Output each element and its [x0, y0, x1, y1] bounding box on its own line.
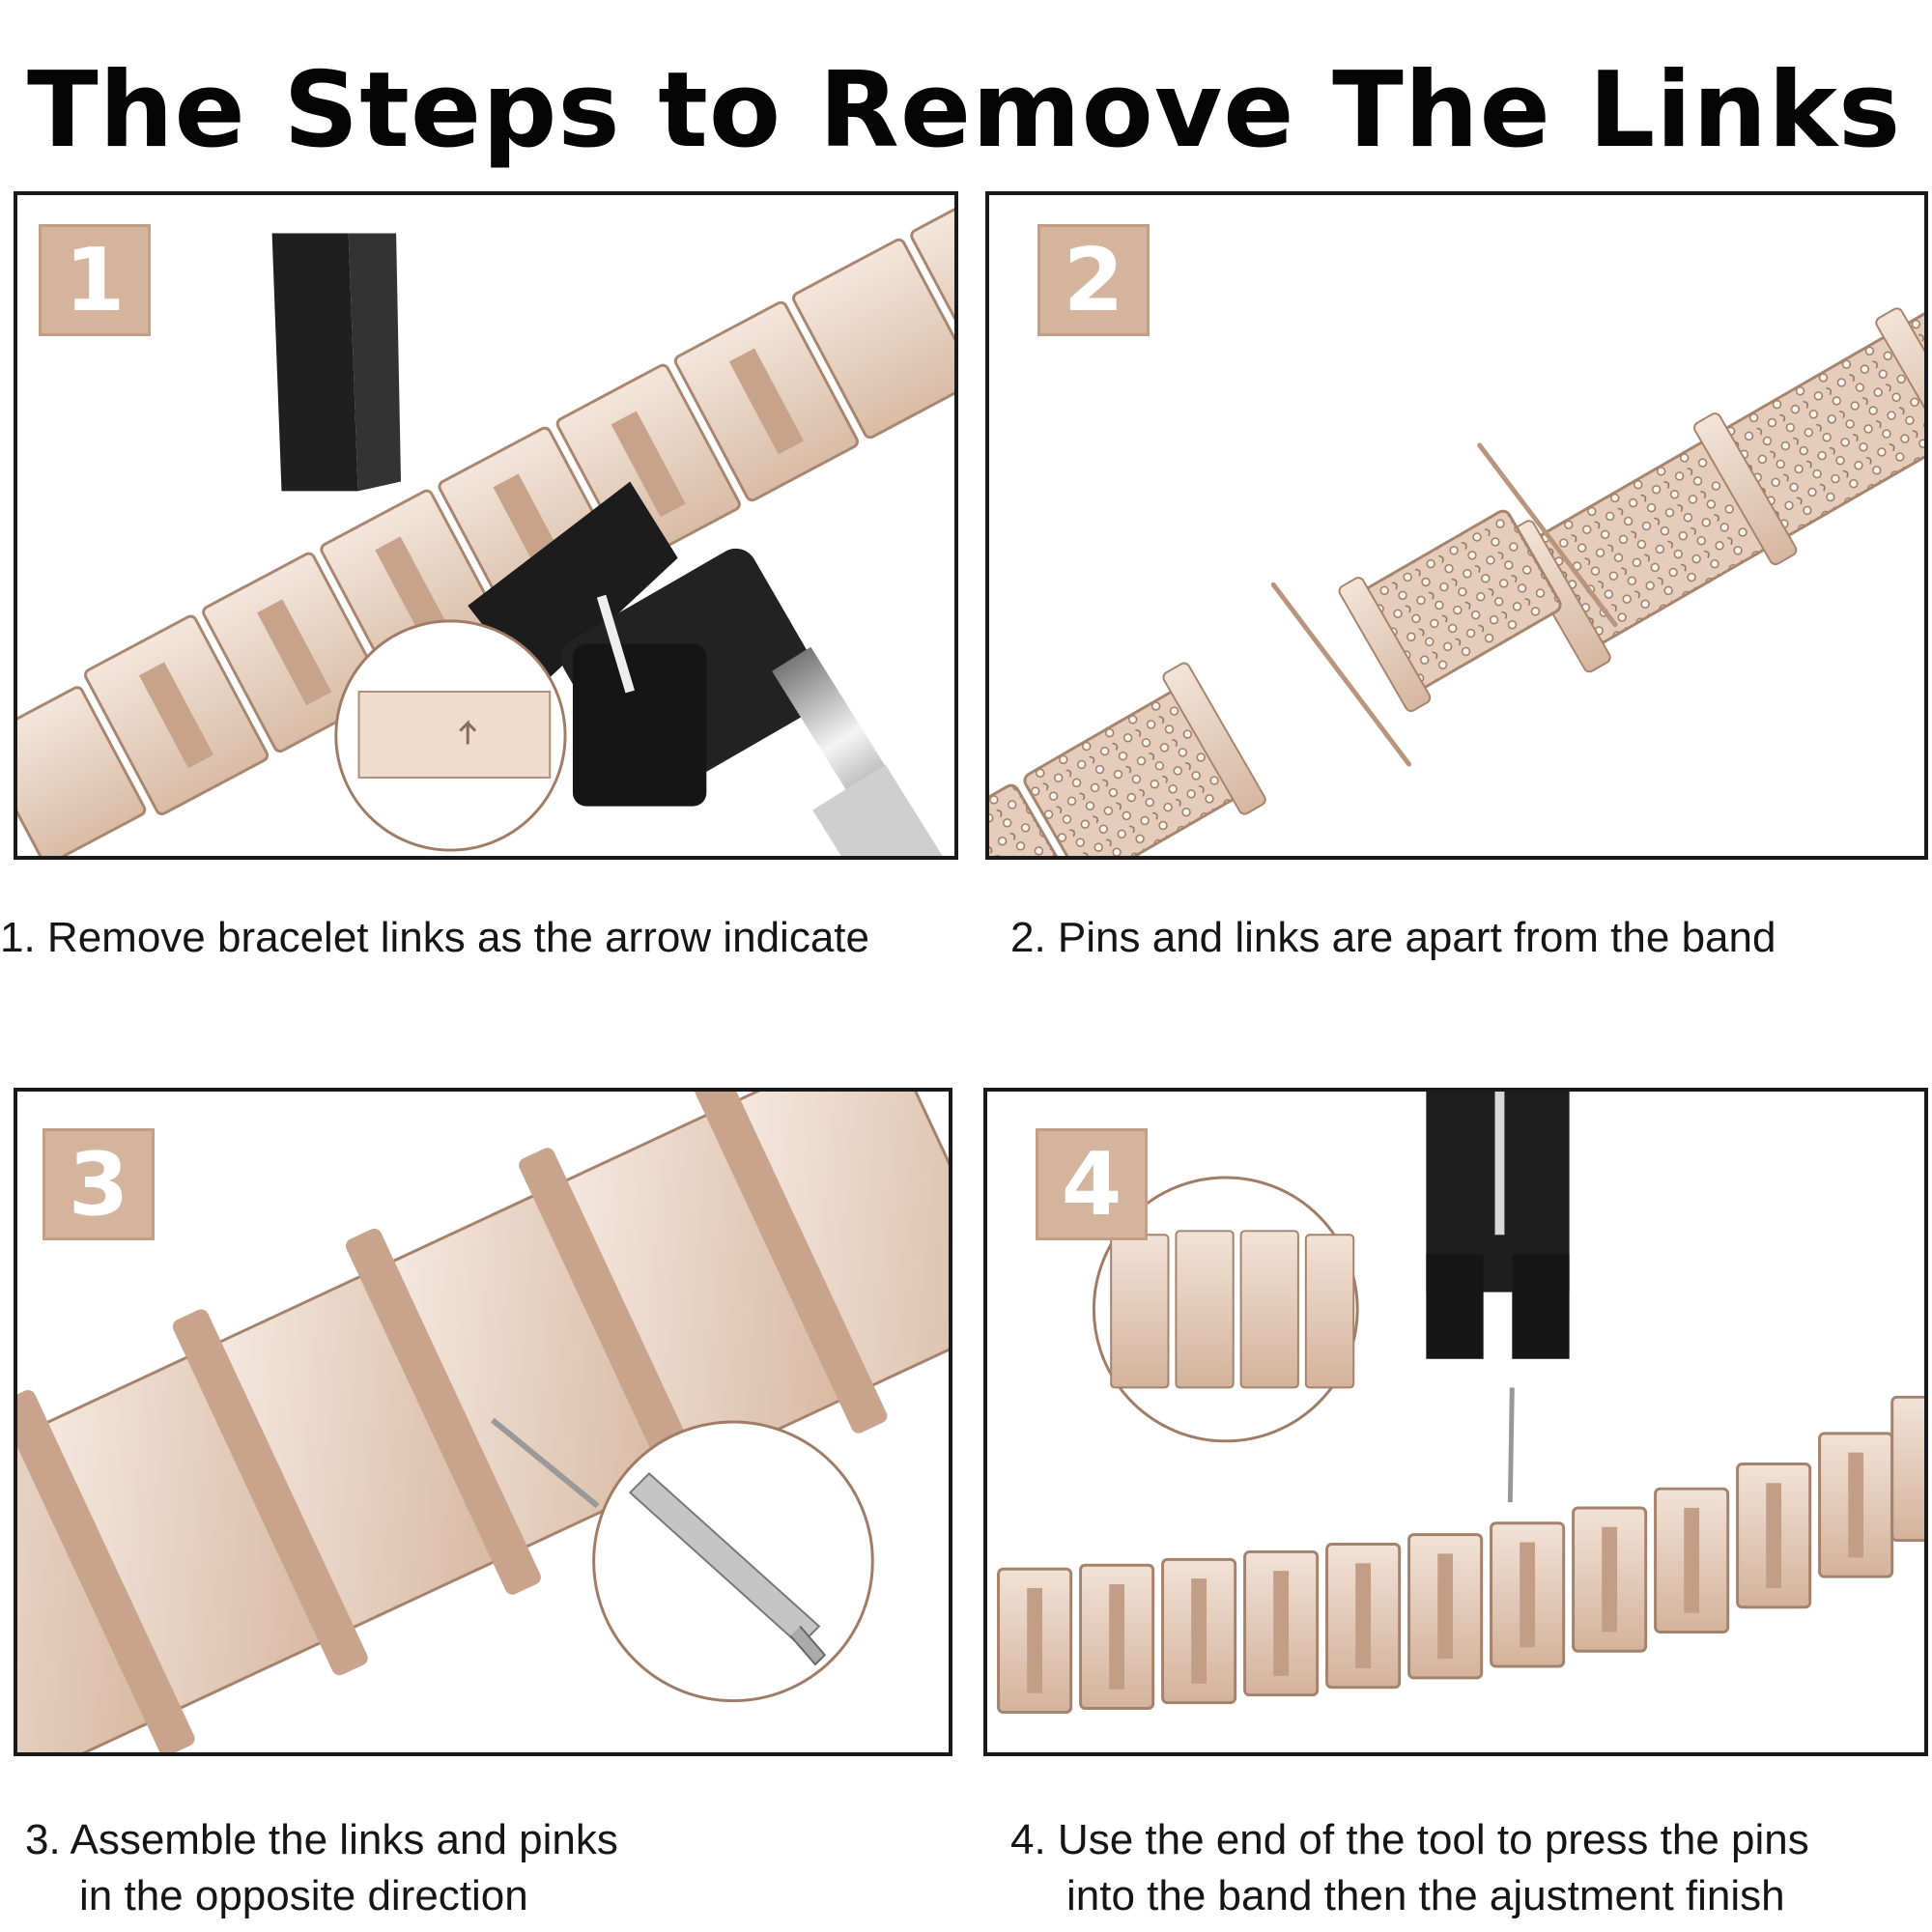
step-4-badge: 4 [1036, 1128, 1148, 1240]
step-1-caption: 1. Remove bracelet links as the arrow in… [0, 910, 869, 966]
page-title: The Steps to Remove The Links [27, 50, 1902, 171]
step-2-panel: 2 [985, 191, 1928, 860]
step-3-caption: 3. Assemble the links and pinks in the o… [25, 1812, 618, 1924]
step-4-caption-line-1: 4. Use the end of the tool to press the … [1010, 1816, 1809, 1863]
bracelet-band-top [1507, 231, 1924, 673]
step-2-badge: 2 [1037, 224, 1150, 336]
loose-pins [1270, 442, 1618, 767]
step-1-caption-line: 1. Remove bracelet links as the arrow in… [0, 914, 869, 961]
step-3-caption-line-2: in the opposite direction [79, 1872, 528, 1919]
step-4-panel: 4 [983, 1088, 1928, 1756]
step-1-badge: 1 [39, 224, 151, 336]
link-removal-tool [271, 233, 947, 856]
step-4-caption-line-2: into the band then the ajustment finish [1066, 1872, 1785, 1919]
pin [1507, 1387, 1515, 1503]
step-2-caption: 2. Pins and links are apart from the ban… [1010, 910, 1776, 966]
bracelet-band [17, 1092, 949, 1752]
step-2-caption-line: 2. Pins and links are apart from the ban… [1010, 914, 1776, 961]
step-3-badge: 3 [43, 1128, 155, 1240]
step-4-illustration [997, 1092, 1924, 1714]
zoom-detail-circle [334, 619, 567, 852]
step-2-illustration [989, 231, 1924, 856]
bracelet-band-bottom [989, 662, 1266, 856]
band-link-gaps [1027, 1452, 1864, 1693]
step-4-caption: 4. Use the end of the tool to press the … [1010, 1812, 1809, 1924]
step-1-illustration [17, 195, 954, 856]
step-1-panel: 1 [14, 191, 958, 860]
bracelet-band [997, 1395, 1924, 1714]
zoom-detail-circle [592, 1420, 874, 1703]
zoom-detail-circle [1092, 1176, 1359, 1443]
bracelet-band [17, 195, 954, 856]
step-3-panel: 3 [14, 1088, 952, 1756]
step-3-illustration [17, 1092, 949, 1752]
pin [491, 1417, 600, 1509]
step-3-caption-line-1: 3. Assemble the links and pinks [25, 1816, 618, 1863]
link-removal-tool [1426, 1092, 1570, 1359]
removed-link [1338, 509, 1562, 712]
